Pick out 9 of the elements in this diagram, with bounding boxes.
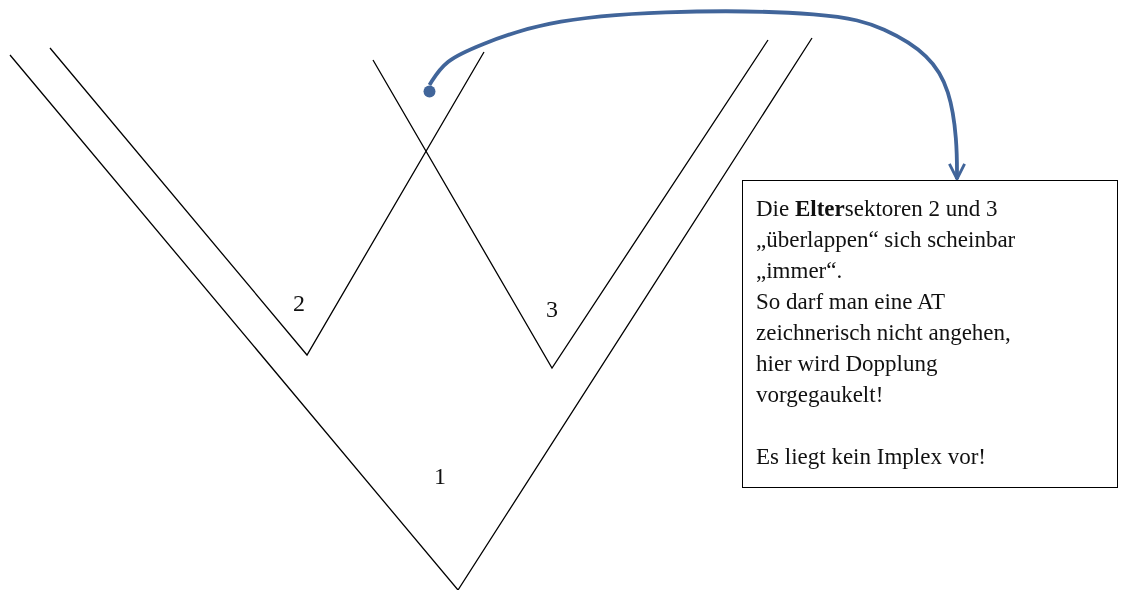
note-text: Es liegt kein Implex vor! <box>756 443 987 471</box>
curved-arrow <box>427 9 967 181</box>
note-box <box>742 180 1118 488</box>
note-text: So darf man eine AT zeichnerisch nicht angehen, hier wird Dopplung vorgegaukelt! <box>756 288 1012 409</box>
start-dot <box>423 85 436 98</box>
sector-number: 3 <box>546 296 558 323</box>
note-text: Die Eltersektoren 2 und 3 „überlappen“ sich scheinbar „immer“. <box>756 195 1017 285</box>
sector-number: 1 <box>434 463 446 490</box>
sector-number: 2 <box>293 290 305 317</box>
